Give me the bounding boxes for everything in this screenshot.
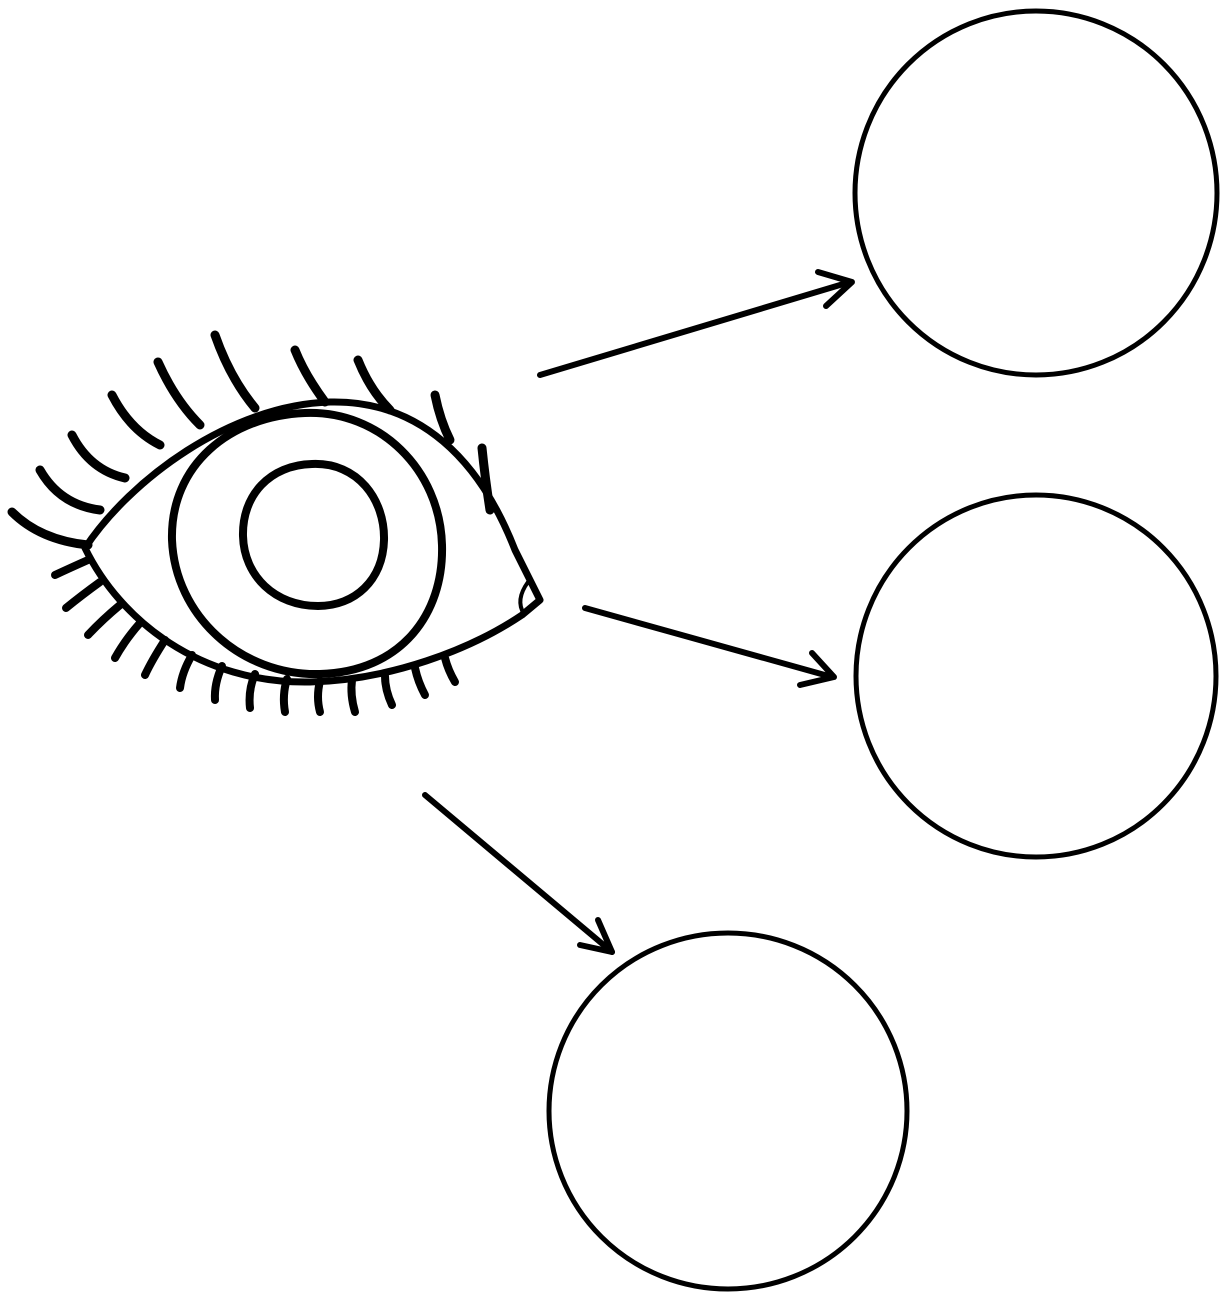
eye-iris: [172, 413, 442, 674]
arrow-to-top-circle: [540, 272, 852, 375]
upper-eyelashes: [12, 335, 490, 545]
target-circle-middle-right[interactable]: [856, 495, 1216, 857]
lower-eyelashes: [55, 560, 455, 712]
target-circle-top-right[interactable]: [855, 11, 1217, 375]
eye-icon: [12, 335, 540, 712]
arrow-to-bottom-circle: [425, 795, 612, 952]
arrow-to-middle-circle: [585, 608, 834, 685]
target-circle-bottom-center[interactable]: [549, 933, 907, 1289]
eye-pupil: [243, 464, 384, 606]
